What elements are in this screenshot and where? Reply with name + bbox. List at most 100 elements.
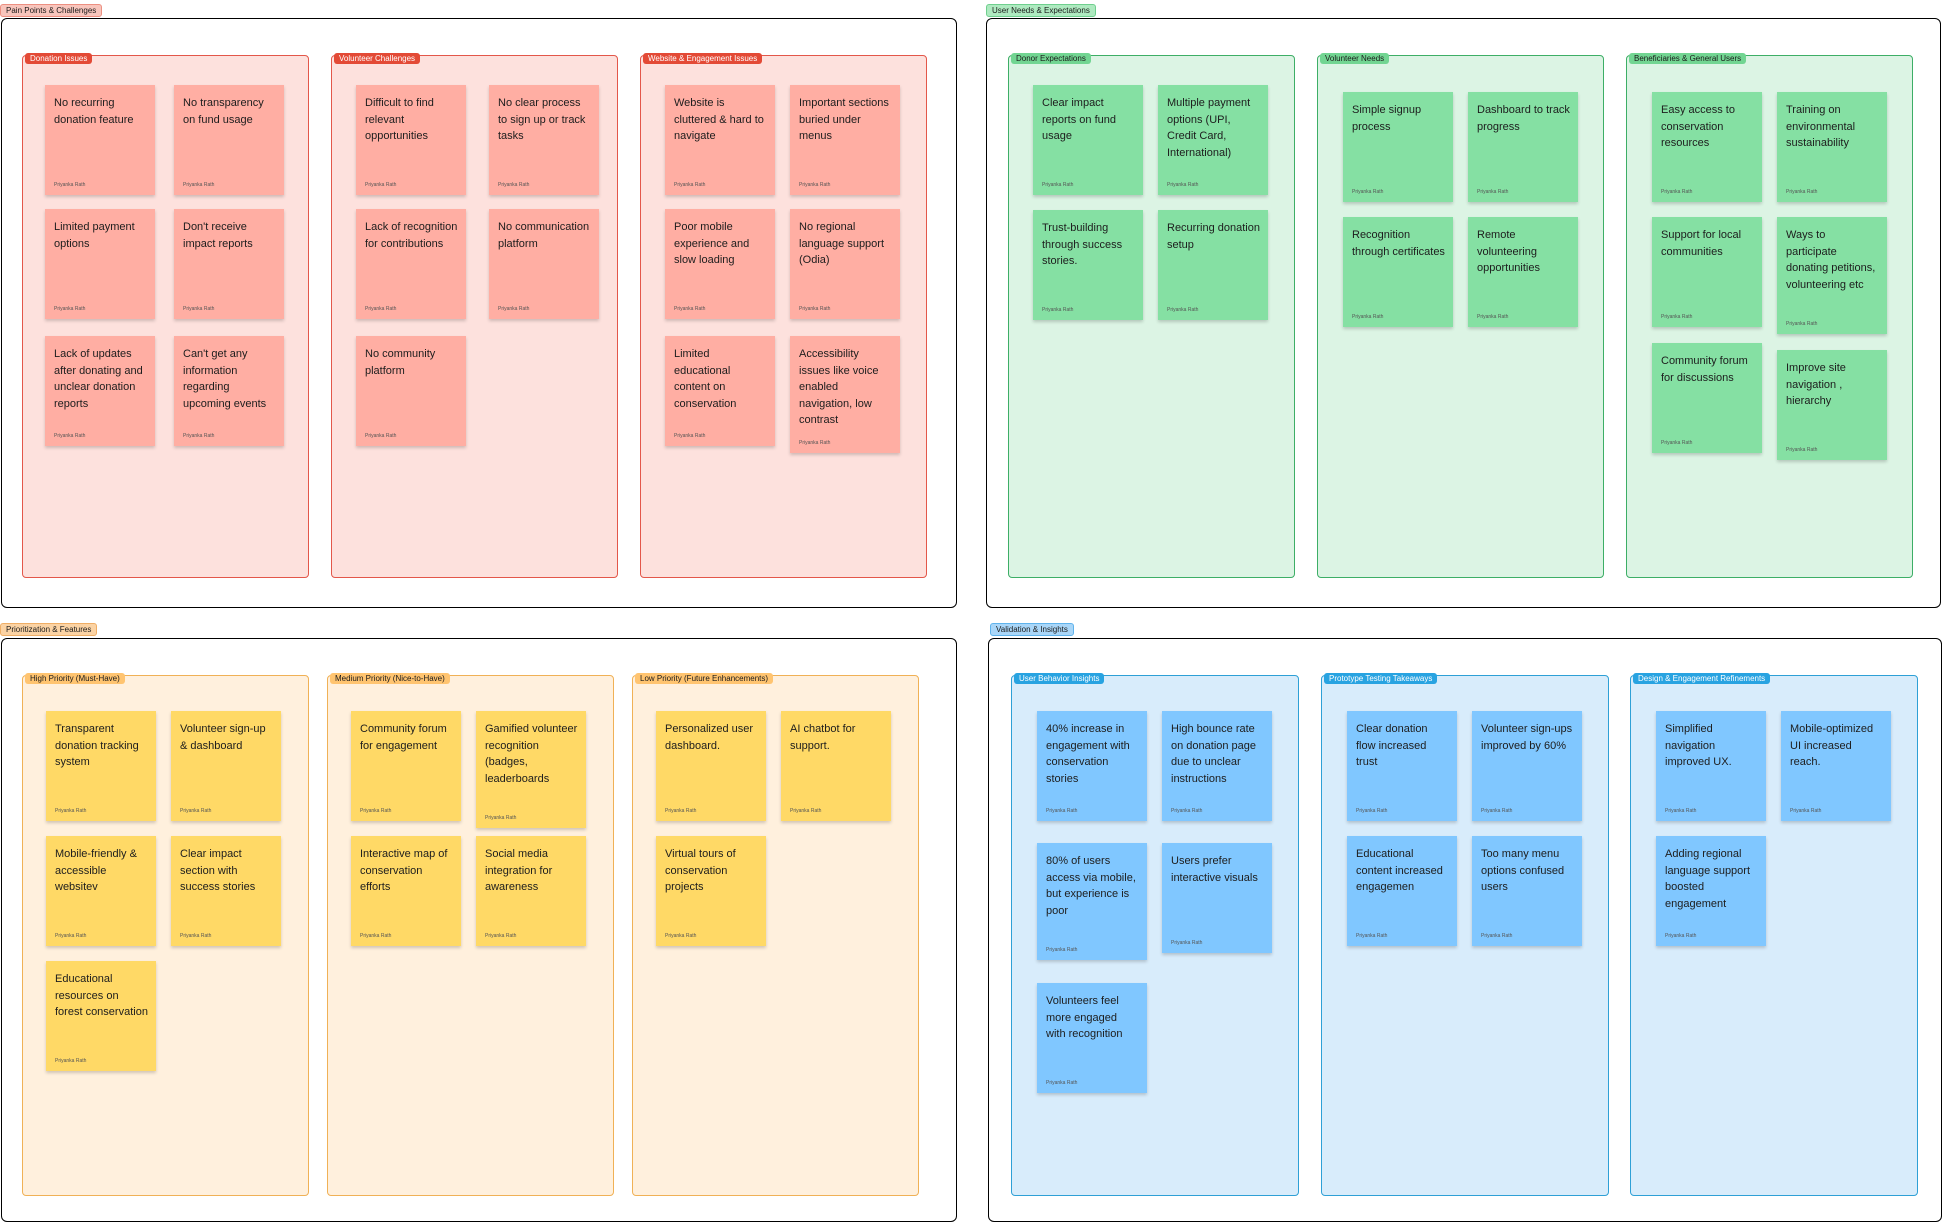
note-author: Priyanka Rath [54, 182, 86, 188]
sticky-note[interactable]: High bounce rate on donation page due to… [1162, 711, 1272, 821]
sticky-note[interactable]: Lack of updates after donating and uncle… [45, 336, 155, 446]
sticky-note[interactable]: No clear process to sign up or track tas… [489, 85, 599, 195]
note-text: 80% of users access via mobile, but expe… [1046, 855, 1136, 917]
note-author: Priyanka Rath [183, 306, 215, 312]
note-author: Priyanka Rath [1356, 933, 1388, 939]
note-author: Priyanka Rath [1356, 808, 1388, 814]
note-author: Priyanka Rath [1042, 307, 1074, 313]
sticky-note[interactable]: Clear impact section with success storie… [171, 836, 281, 946]
sticky-note[interactable]: Limited educational content on conservat… [665, 336, 775, 446]
note-author: Priyanka Rath [1046, 808, 1078, 814]
group-title-high-priority[interactable]: High Priority (Must-Have) [25, 673, 125, 684]
note-text: Lack of recognition for contributions [365, 221, 458, 250]
sticky-note[interactable]: Personalized user dashboard.Priyanka Rat… [656, 711, 766, 821]
note-author: Priyanka Rath [799, 306, 831, 312]
note-text: Multiple payment options (UPI, Credit Ca… [1167, 97, 1251, 159]
sticky-note[interactable]: Trust-building through success stories.P… [1033, 210, 1143, 320]
note-text: Social media integration for awareness [485, 848, 553, 893]
group-title-low-priority[interactable]: Low Priority (Future Enhancements) [635, 673, 774, 684]
note-author: Priyanka Rath [498, 182, 530, 188]
note-author: Priyanka Rath [665, 933, 697, 939]
group-title-website-issues[interactable]: Website & Engagement Issues [643, 53, 763, 64]
group-title-medium-priority[interactable]: Medium Priority (Nice-to-Have) [330, 673, 450, 684]
note-text: Accessibility issues like voice enabled … [799, 348, 879, 426]
note-author: Priyanka Rath [674, 433, 706, 439]
sticky-note[interactable]: Multiple payment options (UPI, Credit Ca… [1158, 85, 1268, 195]
group-title-design-refinements[interactable]: Design & Engagement Refinements [1633, 673, 1771, 684]
sticky-note[interactable]: Can't get any information regarding upco… [174, 336, 284, 446]
note-text: Dashboard to track progress [1477, 104, 1570, 133]
note-author: Priyanka Rath [54, 433, 86, 439]
sticky-note[interactable]: 40% increase in engagement with conserva… [1037, 711, 1147, 821]
group-title-donation-issues[interactable]: Donation Issues [25, 53, 93, 64]
note-text: No recurring donation feature [54, 97, 134, 126]
sticky-note[interactable]: AI chatbot for support.Priyanka Rath [781, 711, 891, 821]
sticky-note[interactable]: Adding regional language support boosted… [1656, 836, 1766, 946]
sticky-note[interactable]: 80% of users access via mobile, but expe… [1037, 843, 1147, 960]
sticky-note[interactable]: Simplified navigation improved UX.Priyan… [1656, 711, 1766, 821]
group-title-prototype-testing[interactable]: Prototype Testing Takeaways [1324, 673, 1438, 684]
note-text: Support for local communities [1661, 229, 1742, 258]
section-title-validation[interactable]: Validation & Insights [990, 623, 1074, 636]
group-title-beneficiaries[interactable]: Beneficiaries & General Users [1629, 53, 1747, 64]
section-title-pain-points[interactable]: Pain Points & Challenges [0, 4, 103, 17]
group-title-volunteer-challenges[interactable]: Volunteer Challenges [334, 53, 421, 64]
section-title-prioritization[interactable]: Prioritization & Features [0, 623, 98, 636]
note-text: No clear process to sign up or track tas… [498, 97, 586, 142]
sticky-note[interactable]: Training on environmental sustainability… [1777, 92, 1887, 202]
sticky-note[interactable]: Mobile-optimized UI increased reach.Priy… [1781, 711, 1891, 821]
note-author: Priyanka Rath [183, 182, 215, 188]
group-title-donor-expectations[interactable]: Donor Expectations [1011, 53, 1091, 64]
sticky-note[interactable]: No regional language support (Odia) Priya… [790, 209, 900, 319]
sticky-note[interactable]: Volunteer sign-ups improved by 60%Priyan… [1472, 711, 1582, 821]
sticky-note[interactable]: Ways to participate donating petitions, … [1777, 217, 1887, 334]
note-text: Ways to participate donating petitions, … [1786, 229, 1876, 291]
note-author: Priyanka Rath [799, 440, 831, 446]
sticky-note[interactable]: Educational resources on forest conserva… [46, 961, 156, 1071]
sticky-note[interactable]: Difficult to find relevant opportunities… [356, 85, 466, 195]
sticky-note[interactable]: Volunteers feel more engaged with recogn… [1037, 983, 1147, 1093]
sticky-note[interactable]: Gamified volunteer recognition (badges, … [476, 711, 586, 828]
note-text: Remote volunteering opportunities [1477, 229, 1540, 274]
note-author: Priyanka Rath [1046, 1080, 1078, 1086]
group-title-volunteer-needs[interactable]: Volunteer Needs [1320, 53, 1390, 64]
sticky-note[interactable]: Accessibility issues like voice enabled … [790, 336, 900, 453]
group-title-user-behavior[interactable]: User Behavior Insights [1014, 673, 1105, 684]
note-text: Lack of updates after donating and uncle… [54, 348, 143, 410]
note-author: Priyanka Rath [183, 433, 215, 439]
note-text: No regional language support (Odia) [799, 221, 885, 266]
note-author: Priyanka Rath [365, 433, 397, 439]
section-title-user-needs[interactable]: User Needs & Expectations [986, 4, 1096, 17]
